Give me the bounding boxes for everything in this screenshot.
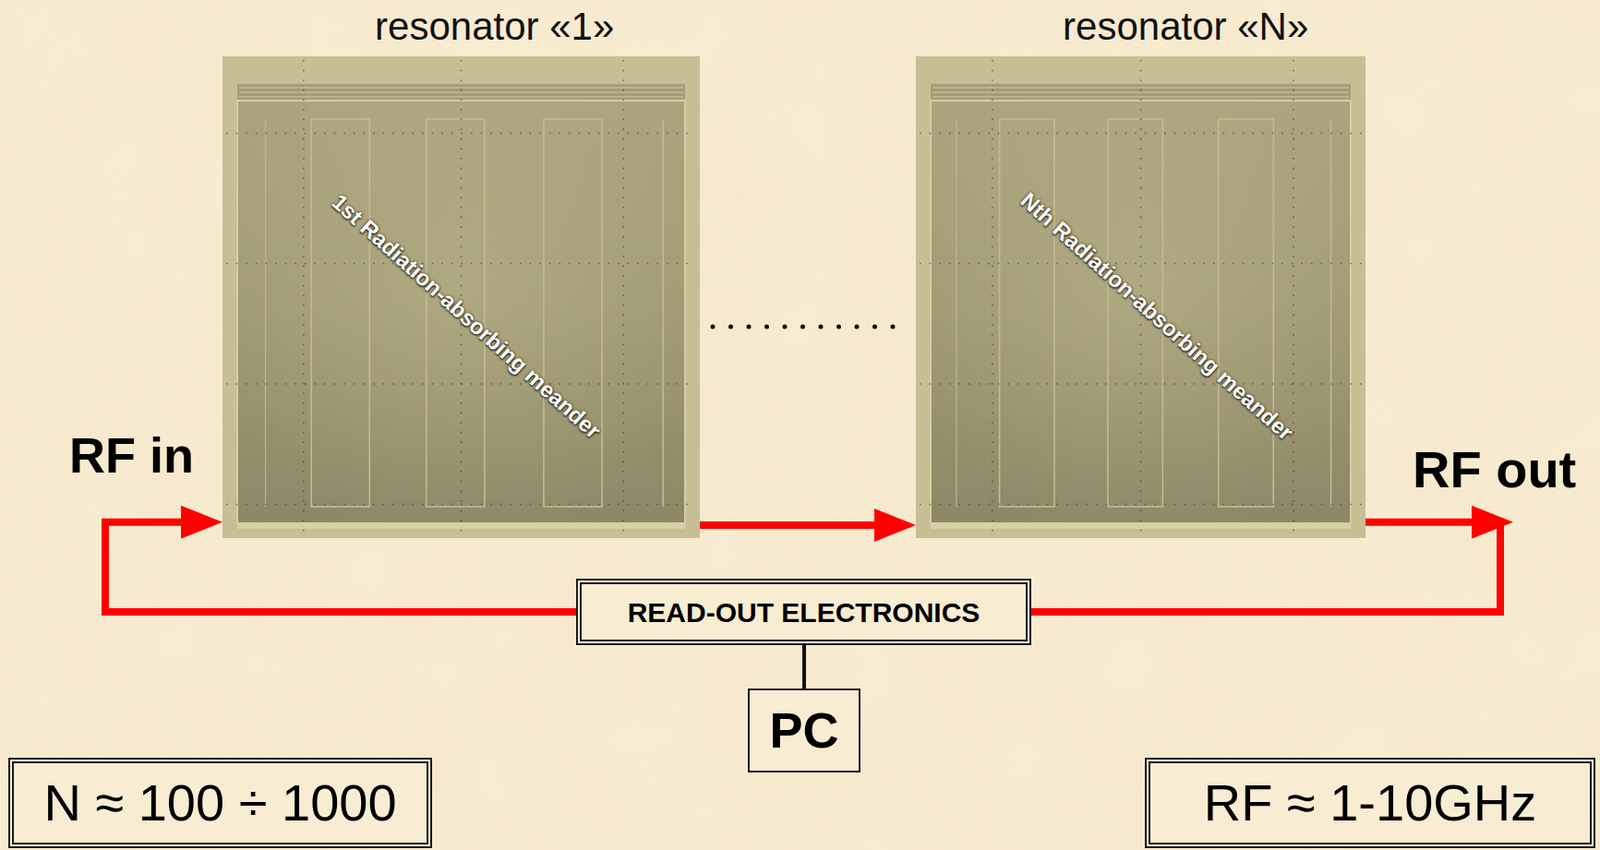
chip-band-line <box>239 92 684 94</box>
resonator-title: resonator «1» <box>374 4 614 49</box>
alignment-grid <box>226 263 697 265</box>
arrow-head <box>874 508 916 542</box>
chip-band-line <box>239 87 684 89</box>
signal-connector <box>804 645 806 689</box>
alignment-grid <box>622 60 625 535</box>
chip-band-line <box>932 92 1349 94</box>
alignment-grid <box>919 263 1362 265</box>
chip-bottom-edge <box>930 523 1351 530</box>
alignment-grid <box>991 60 994 535</box>
arrow-head <box>1471 505 1514 540</box>
alignment-grid <box>226 132 697 135</box>
resonator-chip: resonator «N»Nth Radiation-absorbing mea… <box>915 56 1366 539</box>
chip-band-line <box>932 96 1349 98</box>
chip-band-line <box>932 87 1349 89</box>
chip-band-line <box>239 96 684 98</box>
resonator-chip: resonator «1»1st Radiation-absorbing mea… <box>222 56 700 539</box>
alignment-grid <box>302 60 305 535</box>
alignment-grid <box>1292 60 1295 535</box>
alignment-grid <box>919 132 1362 135</box>
connector-line <box>802 645 807 689</box>
readout-box: READ-OUT ELECTRONICS <box>576 578 1032 646</box>
chip-absorber-area <box>237 100 686 524</box>
meander-strip <box>1218 119 1274 507</box>
alignment-grid <box>226 383 697 385</box>
port-label: RF out <box>1412 440 1576 500</box>
meander-strip <box>1330 119 1333 507</box>
chip-absorber-area <box>930 100 1351 524</box>
meander-strip <box>311 119 370 507</box>
connector-line <box>699 521 888 530</box>
meander-strip <box>999 119 1055 507</box>
chip-bottom-edge <box>237 523 686 530</box>
ellipsis-dots <box>712 324 911 330</box>
resonator-title: resonator «N» <box>1062 4 1309 49</box>
signal-connector <box>699 508 916 542</box>
note-box: N ≈ 100 ÷ 1000 <box>8 757 433 849</box>
chip-substrate <box>222 56 700 539</box>
chip-glow <box>237 100 686 524</box>
chip-glow <box>930 100 1351 524</box>
alignment-grid <box>919 504 1362 506</box>
meander-strip <box>661 119 664 507</box>
port-label: RF in <box>69 426 194 484</box>
box-text: READ-OUT ELECTRONICS <box>627 597 981 628</box>
arrow-head <box>180 505 223 540</box>
alignment-grid <box>226 504 697 506</box>
chip-top-band <box>237 84 686 101</box>
box-text: PC <box>769 703 839 758</box>
meander-strip <box>955 119 957 507</box>
chip-substrate <box>915 56 1366 539</box>
box-text: RF ≈ 1-10GHz <box>1203 774 1538 832</box>
pc-box: PC <box>747 688 861 773</box>
box-text: N ≈ 100 ÷ 1000 <box>43 774 397 832</box>
note-box: RF ≈ 1-10GHz <box>1144 757 1596 849</box>
chip-top-band <box>930 84 1351 101</box>
meander-strip <box>543 119 602 507</box>
alignment-grid <box>919 383 1362 385</box>
meander-strip <box>264 119 266 507</box>
